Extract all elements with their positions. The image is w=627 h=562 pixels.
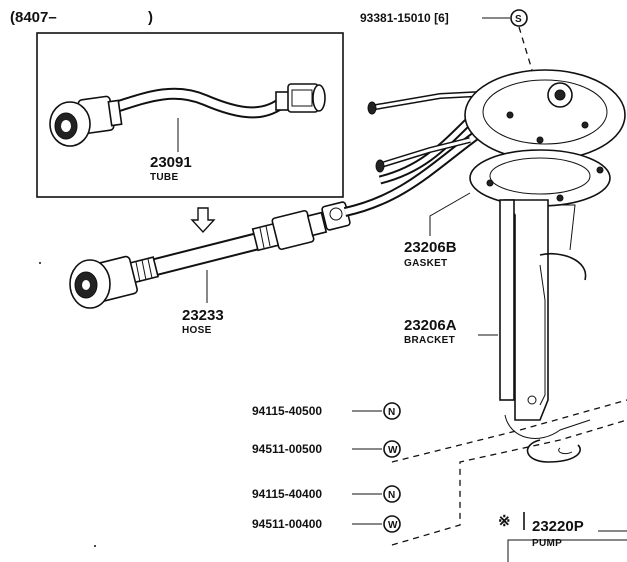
- bracket-illustration: [499, 199, 591, 439]
- hose-part-number: 23233: [182, 307, 224, 324]
- header-code: (8407–: [10, 9, 57, 26]
- gasket-part-name: GASKET: [404, 258, 447, 269]
- sender-plate: [464, 69, 626, 161]
- scan-speck: [39, 262, 41, 264]
- fastener-symbol: N: [388, 407, 395, 418]
- fastener-4: 94511-00400 W: [252, 515, 401, 533]
- tube-illustration: [49, 83, 326, 147]
- pump-mark: ※: [498, 513, 511, 530]
- gasket-part-number: 23206B: [404, 239, 457, 256]
- fastener-1: 94115-40500 N: [252, 402, 401, 420]
- hollow-down-arrow-icon: [190, 207, 216, 234]
- fastener-part-number: 94511-00400: [252, 517, 322, 531]
- screw-part-label: 93381-15010 [6]: [360, 11, 449, 25]
- fastener-symbol: W: [388, 445, 398, 456]
- gasket-leader: [429, 192, 471, 236]
- hose-illustration: [69, 201, 351, 309]
- clip-illustration: [526, 439, 581, 463]
- bracket-part-name: BRACKET: [404, 335, 455, 346]
- tube-part-number: 23091: [150, 154, 192, 171]
- gasket-illustration: [469, 149, 611, 207]
- screw-symbol-circle: [510, 9, 528, 27]
- fastener-3: 94115-40400 N: [252, 485, 401, 503]
- fastener-2: 94511-00500 W: [252, 440, 401, 458]
- inset-frame: [36, 32, 344, 198]
- fastener-part-number: 94115-40400: [252, 487, 322, 501]
- fastener-symbol: N: [388, 490, 395, 501]
- fastener-part-number: 94115-40500: [252, 404, 322, 418]
- fastener-part-number: 94511-00500: [252, 442, 322, 456]
- bracket-part-number: 23206A: [404, 317, 457, 334]
- scan-speck: [94, 545, 96, 547]
- tube-part-name: TUBE: [150, 172, 178, 183]
- screw-dash-line: [518, 26, 533, 71]
- fastener-symbol: W: [388, 520, 398, 531]
- dash-guide-lower: [391, 419, 627, 546]
- hose-part-name: HOSE: [182, 325, 212, 336]
- pump-part-number: 23220P: [532, 518, 584, 535]
- pump-frame: [507, 539, 627, 562]
- pump-part-name: PUMP: [532, 538, 562, 549]
- header-close-paren: ): [148, 9, 153, 26]
- screw-symbol: S: [515, 14, 522, 25]
